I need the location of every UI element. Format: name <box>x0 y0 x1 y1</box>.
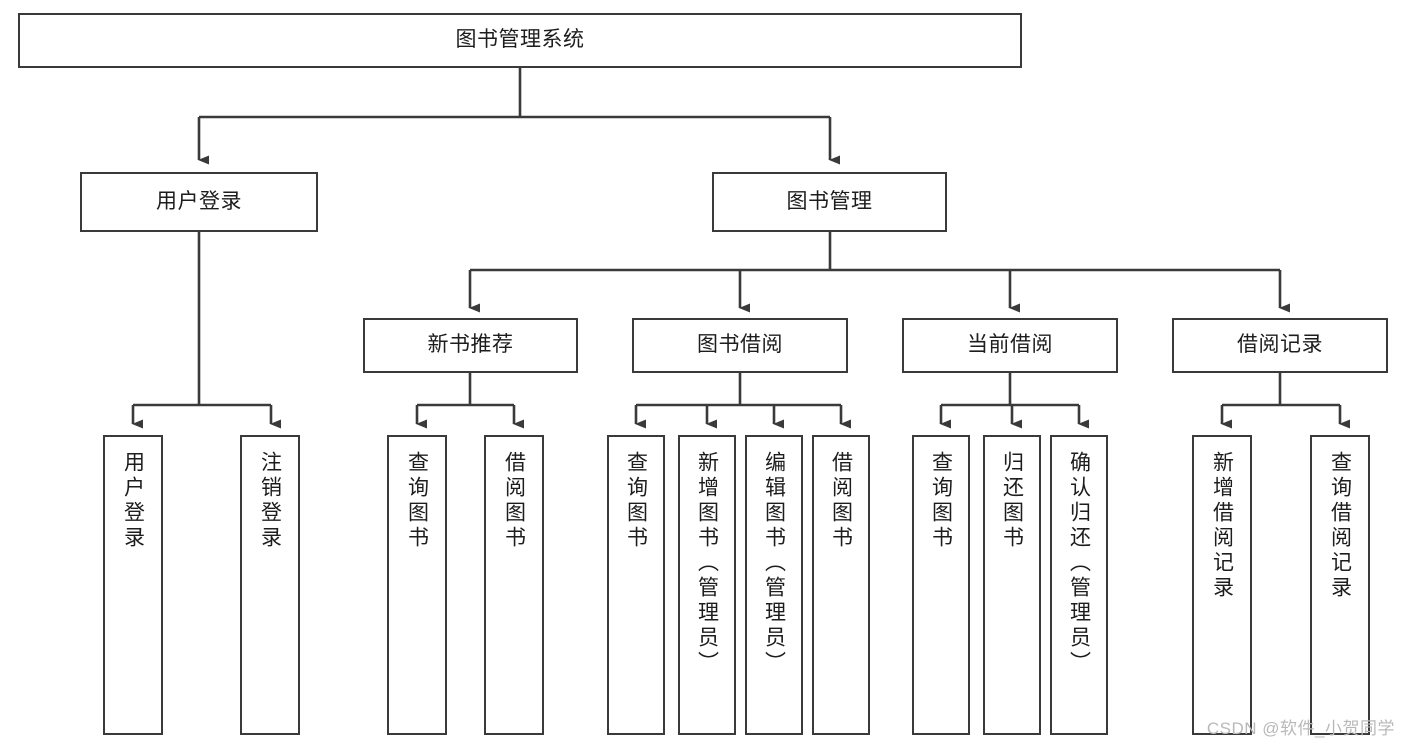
node-current-borrowing[interactable]: 当前借阅 <box>902 318 1118 373</box>
node-leaf-logout[interactable]: 注销登录 <box>240 435 300 735</box>
node-leaf-borrow-book[interactable]: 借阅图书 <box>812 435 870 735</box>
node-leaf-add-borrow-record[interactable]: 新增借阅记录 <box>1192 435 1252 735</box>
node-label: 图书管理 <box>786 189 873 213</box>
node-book-borrowing[interactable]: 图书借阅 <box>632 318 848 373</box>
node-leaf-confirm-return-admin[interactable]: 确认归还（管理员） <box>1050 435 1108 735</box>
node-label: 图书管理系统 <box>455 28 585 52</box>
node-label: 归还图书 <box>1000 451 1024 551</box>
node-label: 当前借阅 <box>967 333 1053 357</box>
node-label: 新增图书（管理员） <box>695 451 719 676</box>
node-leaf-user-login[interactable]: 用户登录 <box>103 435 163 735</box>
node-user-login[interactable]: 用户登录 <box>80 172 318 232</box>
node-label: 查询图书 <box>624 451 648 551</box>
node-leaf-add-book-admin[interactable]: 新增图书（管理员） <box>678 435 736 735</box>
node-label: 借阅图书 <box>502 451 526 551</box>
node-label: 借阅记录 <box>1237 333 1323 357</box>
node-label: 确认归还（管理员） <box>1067 451 1091 676</box>
node-label: 注销登录 <box>258 451 282 551</box>
node-book-management[interactable]: 图书管理 <box>712 172 947 232</box>
node-label: 新增借阅记录 <box>1210 451 1234 601</box>
node-label: 查询图书 <box>405 451 429 551</box>
node-new-book-recommendation[interactable]: 新书推荐 <box>363 318 578 373</box>
node-leaf-query-book-current[interactable]: 查询图书 <box>912 435 970 735</box>
node-leaf-query-book-recommend[interactable]: 查询图书 <box>387 435 447 735</box>
node-borrowing-record[interactable]: 借阅记录 <box>1172 318 1388 373</box>
node-label: 用户登录 <box>156 189 242 213</box>
node-leaf-return-book[interactable]: 归还图书 <box>983 435 1041 735</box>
node-label: 图书借阅 <box>697 333 783 357</box>
node-label: 查询借阅记录 <box>1328 451 1352 601</box>
node-leaf-query-borrow-record[interactable]: 查询借阅记录 <box>1310 435 1370 735</box>
node-label: 用户登录 <box>121 451 145 551</box>
node-book-management-system[interactable]: 图书管理系统 <box>18 13 1022 68</box>
node-label: 编辑图书（管理员） <box>762 451 786 676</box>
node-label: 查询图书 <box>929 451 953 551</box>
node-label: 借阅图书 <box>829 451 853 551</box>
csdn-watermark: CSDN @软件_小贺同学 <box>1206 719 1395 738</box>
node-leaf-query-book-borrow[interactable]: 查询图书 <box>607 435 665 735</box>
node-leaf-edit-book-admin[interactable]: 编辑图书（管理员） <box>745 435 803 735</box>
node-leaf-borrow-book-recommend[interactable]: 借阅图书 <box>484 435 544 735</box>
node-label: 新书推荐 <box>427 333 514 357</box>
